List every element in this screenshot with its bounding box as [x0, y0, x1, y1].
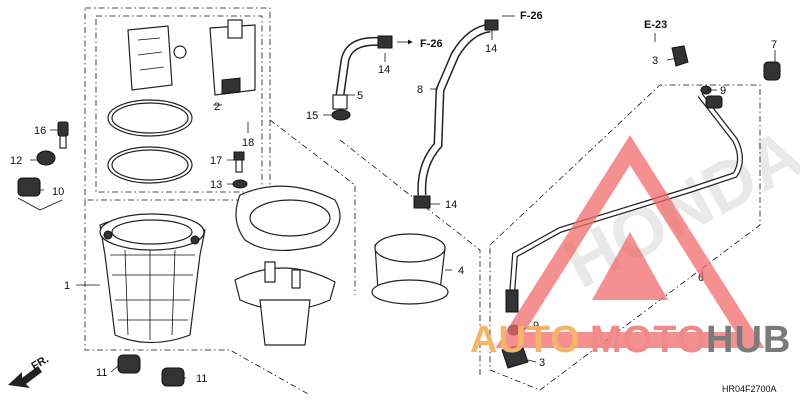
watermark-logo-text: AUTO MOTO HUB — [470, 319, 791, 361]
ref-e23: E-23 — [644, 19, 667, 31]
ref-f26-top: F-26 — [520, 10, 543, 22]
callout-12: 12 — [10, 155, 22, 167]
fuel-hose-long — [413, 19, 499, 209]
callout-15: 15 — [306, 110, 318, 122]
mounting-gasket — [235, 185, 341, 252]
callout-11: 11 — [96, 367, 107, 379]
callout-14: 14 — [378, 64, 390, 76]
callout-11: 11 — [196, 373, 207, 385]
callout-3: 3 — [652, 55, 658, 67]
callout-17: 17 — [210, 155, 222, 167]
callout-16: 16 — [34, 125, 46, 137]
front-label: FR. — [30, 353, 51, 372]
diagram-code: HR04F2700A — [722, 384, 777, 394]
fuel-unit-housing — [371, 233, 449, 305]
callout-18: 18 — [242, 137, 254, 149]
front-direction-arrow: FR. — [8, 353, 51, 388]
watermark-moto: MOTO — [590, 319, 707, 361]
callout-14: 14 — [445, 199, 457, 211]
callout-4: 4 — [458, 265, 464, 277]
callout-1: 1 — [64, 280, 70, 292]
ref-f26-left: F-26 — [420, 38, 443, 50]
callout-13: 13 — [210, 179, 222, 191]
rubber-bushings — [117, 354, 185, 387]
callout-2: 2 — [214, 101, 220, 113]
front-arrow-icon — [8, 366, 42, 388]
callout-5: 5 — [357, 90, 363, 102]
callout-7: 7 — [771, 39, 777, 51]
reference-labels: F-26 F-26 E-23 — [397, 10, 667, 50]
fuel-hose-short — [331, 35, 393, 121]
callout-9: 9 — [533, 320, 539, 332]
callout-9: 9 — [720, 85, 726, 97]
leader-lines — [17, 30, 776, 379]
callout-6: 6 — [698, 272, 704, 284]
part-callouts: 1 2 3 3 4 5 6 7 8 9 9 10 11 11 12 13 14 … — [10, 39, 777, 385]
callout-3: 3 — [539, 357, 545, 369]
fuel-line-tube — [505, 93, 743, 313]
callout-8: 8 — [417, 84, 423, 96]
fuel-strainer-assembly — [99, 213, 206, 344]
callout-14: 14 — [485, 43, 497, 55]
bolt-and-bushing-stack — [17, 121, 69, 197]
pump-module — [209, 19, 256, 96]
fuel-pump-flange — [234, 261, 336, 346]
watermark-hub: HUB — [706, 319, 791, 361]
watermark-triangle — [495, 135, 765, 348]
screw-and-washer — [232, 151, 248, 189]
watermark-auto: AUTO — [470, 319, 581, 361]
gasket-set — [107, 25, 193, 184]
callout-10: 10 — [52, 186, 64, 198]
